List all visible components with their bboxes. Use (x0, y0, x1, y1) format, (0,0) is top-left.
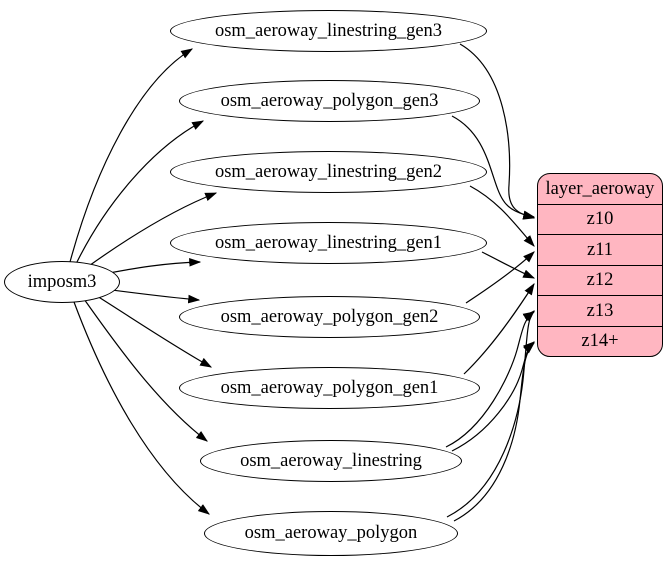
edge-imposm3-to-linestring-gen1 (103, 257, 202, 275)
table-label: osm_aeroway_polygon_gen1 (220, 377, 439, 398)
edge-imposm3-to-polygon-gen3 (75, 120, 205, 265)
edge-polygon-gen2-to-z11 (465, 251, 535, 304)
edge-polygon-gen3-to-z10 (451, 115, 536, 219)
node-imposm3-label: imposm3 (27, 271, 97, 292)
layer-title: layer_aeroway (545, 178, 655, 199)
node-osm-aeroway-polygon-gen3: osm_aeroway_polygon_gen3 (179, 80, 480, 122)
layer-row-z11: z11 (538, 234, 662, 265)
edge-linestring-gen3-to-z10 (459, 43, 536, 220)
table-label: osm_aeroway_polygon_gen2 (220, 306, 439, 327)
node-osm-aeroway-polygon-gen2: osm_aeroway_polygon_gen2 (179, 296, 480, 338)
table-label: osm_aeroway_polygon (244, 523, 418, 544)
table-label: osm_aeroway_polygon_gen3 (220, 90, 439, 111)
edge-imposm3-to-polygon-gen1 (96, 295, 213, 368)
table-label: osm_aeroway_linestring_gen2 (214, 161, 443, 182)
node-osm-aeroway-linestring-gen3: osm_aeroway_linestring_gen3 (170, 10, 487, 52)
node-osm-aeroway-polygon-gen1: osm_aeroway_polygon_gen1 (179, 367, 480, 409)
node-osm-aeroway-linestring-gen1: osm_aeroway_linestring_gen1 (170, 222, 487, 264)
node-layer-aeroway: layer_aeroway z10 z11 z12 z13 z14+ (537, 173, 663, 357)
layer-row-z14plus: z14+ (538, 325, 662, 357)
layer-row-z12: z12 (538, 264, 662, 296)
edge-linestring-to-z13 (445, 311, 536, 448)
edge-polygon-to-z14 (453, 342, 535, 522)
edge-imposm3-to-linestring (83, 298, 208, 442)
edge-polygon-gen1-to-z12 (463, 282, 535, 375)
edge-linestring-gen1-to-z12 (481, 251, 536, 279)
edge-imposm3-to-linestring-gen3 (69, 48, 194, 263)
edge-linestring-gen2-to-z11 (469, 185, 535, 247)
node-osm-aeroway-linestring-gen2: osm_aeroway_linestring_gen2 (170, 151, 487, 193)
layer-row-z10: z10 (538, 203, 662, 235)
layer-row-z13: z13 (538, 295, 662, 326)
edge-imposm3-to-linestring-gen2 (85, 192, 218, 269)
edge-polygon-to-z13 (446, 310, 535, 518)
edge-imposm3-to-polygon (73, 301, 210, 515)
node-imposm3: imposm3 (4, 261, 120, 303)
node-osm-aeroway-linestring: osm_aeroway_linestring (200, 440, 462, 482)
table-label: osm_aeroway_linestring_gen3 (214, 20, 443, 41)
edge-imposm3-to-polygon-gen2 (103, 288, 201, 304)
table-label: osm_aeroway_linestring (240, 450, 422, 471)
table-label: osm_aeroway_linestring_gen1 (214, 232, 443, 253)
node-osm-aeroway-polygon: osm_aeroway_polygon (204, 511, 458, 556)
